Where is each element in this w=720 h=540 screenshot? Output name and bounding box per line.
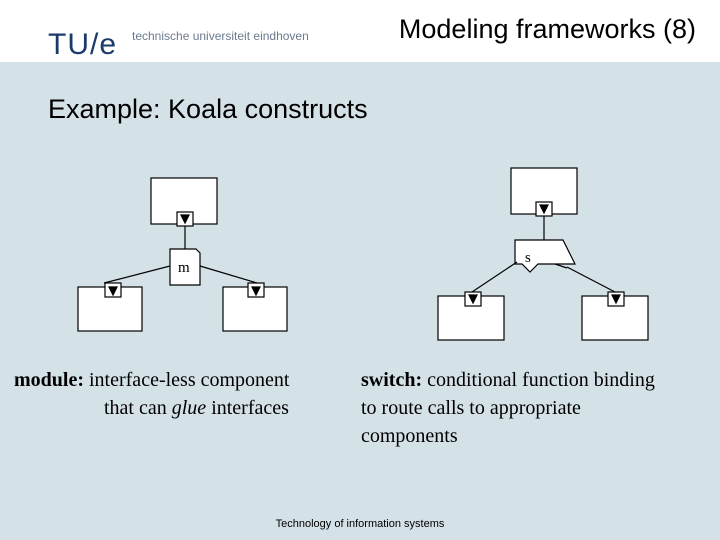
interface-triangle	[611, 294, 621, 305]
module-block	[169, 248, 201, 286]
module-term: module:	[14, 369, 84, 391]
slide-title: Modeling frameworks (8)	[398, 14, 696, 44]
module-diagram	[77, 177, 288, 332]
interface-triangle	[180, 214, 190, 225]
binding-line	[566, 266, 616, 293]
binding-line	[199, 265, 258, 284]
binding-line	[471, 261, 518, 293]
switch-caption: switch: conditional function binding to …	[361, 366, 717, 450]
module-caption: module: interface-less component that ca…	[14, 366, 354, 422]
binding-line	[103, 265, 171, 284]
interface-triangle	[539, 204, 549, 215]
university-name: technische universiteit eindhoven	[132, 29, 309, 43]
switch-desc-line3: components	[361, 425, 458, 447]
interface-triangle	[251, 286, 261, 297]
switch-desc-line2: to route calls to appropriate	[361, 397, 581, 419]
binding-line	[554, 263, 568, 269]
module-desc-line2-post: interfaces	[206, 397, 289, 419]
switch-block	[514, 239, 576, 273]
tue-logo: TU/e	[48, 28, 118, 61]
interface-triangle	[108, 286, 118, 297]
module-desc-line1: interface-less component	[89, 369, 290, 391]
interface-triangle	[468, 294, 478, 305]
switch-term: switch:	[361, 369, 423, 391]
module-desc-glue: glue	[171, 397, 207, 419]
switch-label: s	[525, 250, 531, 266]
module-label: m	[178, 260, 190, 276]
module-desc-line2-pre: that can	[104, 397, 172, 419]
switch-diagram	[437, 167, 649, 341]
slide-footer: Technology of information systems	[275, 518, 445, 530]
slide-subtitle: Example: Koala constructs	[48, 94, 368, 124]
slide-header: TU/e technische universiteit eindhoven M…	[0, 0, 720, 62]
switch-desc-line1: conditional function binding	[427, 369, 655, 391]
